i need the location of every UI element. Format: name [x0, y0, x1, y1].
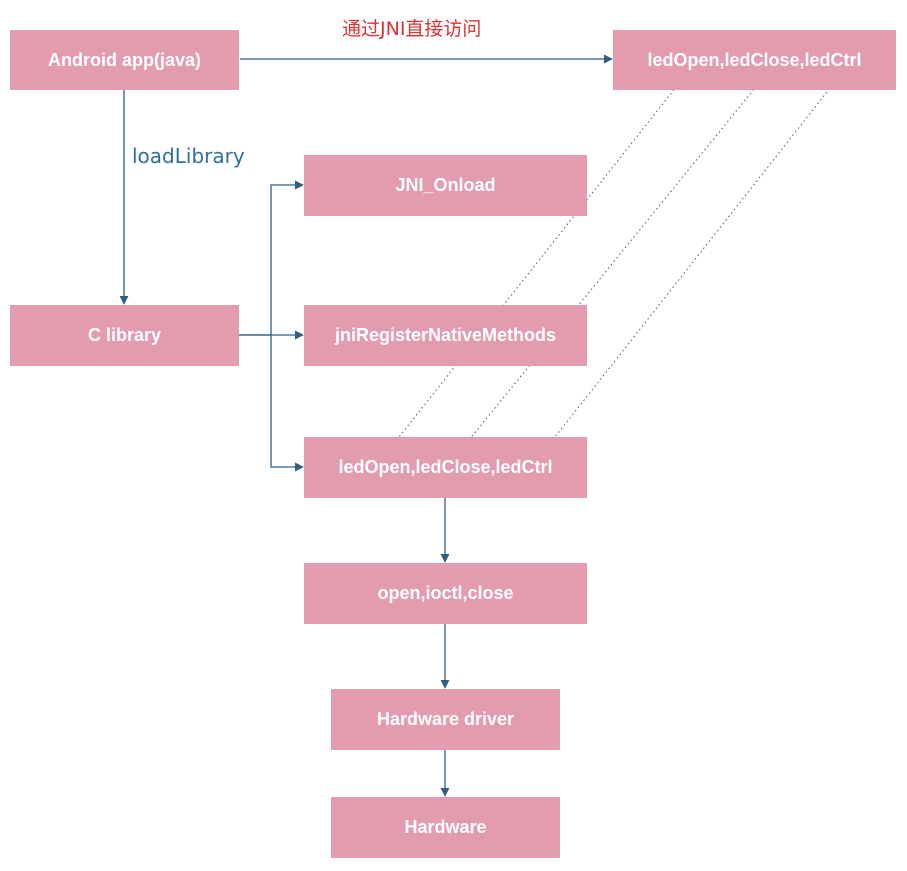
node-hardware: Hardware [331, 797, 560, 858]
node-top-methods: ledOpen,ledClose,ledCtrl [613, 30, 896, 90]
node-syscalls: open,ioctl,close [304, 563, 587, 624]
dotted-arrow-ledopen [383, 71, 689, 457]
arrow-c-library-to-jni-onload [239, 180, 304, 336]
dotted-arrow-ledctrl [539, 77, 839, 457]
node-register-native-methods: jniRegisterNativeMethods [304, 305, 587, 366]
label-jni-direct-access: 通过JNI直接访问 [342, 18, 482, 40]
node-jni-onload: JNI_Onload [304, 155, 587, 216]
label-load-library: loadLibrary [132, 144, 245, 168]
node-android-app: Android app(java) [10, 30, 239, 90]
arrow-c-library-to-native-methods [270, 335, 304, 472]
node-hardware-driver: Hardware driver [331, 689, 560, 750]
node-native-methods: ledOpen,ledClose,ledCtrl [304, 437, 587, 498]
dotted-arrow-ledclose [455, 71, 769, 457]
node-c-library: C library [10, 305, 239, 366]
